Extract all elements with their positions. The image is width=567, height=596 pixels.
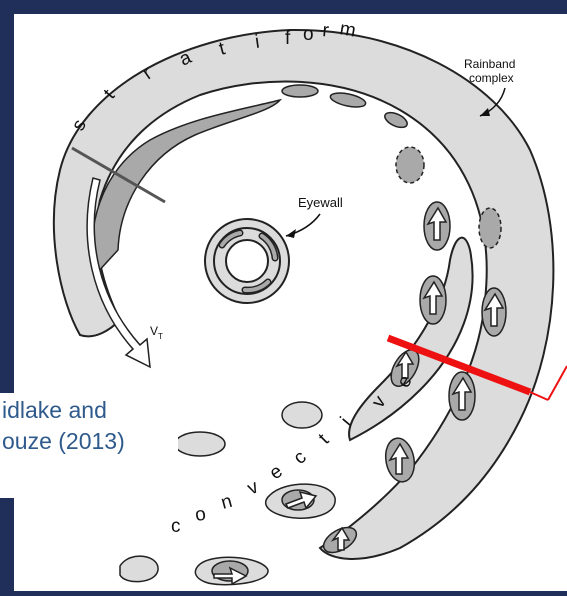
citation-box: idlake and ouze (2013) — [0, 393, 178, 498]
dashed-cell — [396, 147, 424, 183]
dark-strip — [0, 498, 14, 591]
outer-cell — [120, 556, 158, 582]
citation-line-1: idlake and — [2, 395, 107, 426]
vt-label: V — [150, 324, 158, 338]
outer-cell — [282, 402, 322, 428]
citation-line-2: ouze (2013) — [2, 426, 125, 457]
rainband-complex-label: Rainband — [464, 57, 515, 71]
outer-cell — [175, 432, 225, 456]
dashed-cell — [479, 208, 501, 248]
rainband-complex-label: complex — [469, 71, 514, 85]
stratiform-letter: f — [285, 28, 291, 49]
convective-letter: c — [171, 516, 181, 537]
stratiform-letter: o — [303, 24, 314, 45]
eyewall-ring — [205, 219, 289, 303]
vt-subscript: T — [158, 332, 163, 341]
eyewall-label: Eyewall — [298, 195, 343, 210]
stratiform-cell — [282, 85, 318, 97]
